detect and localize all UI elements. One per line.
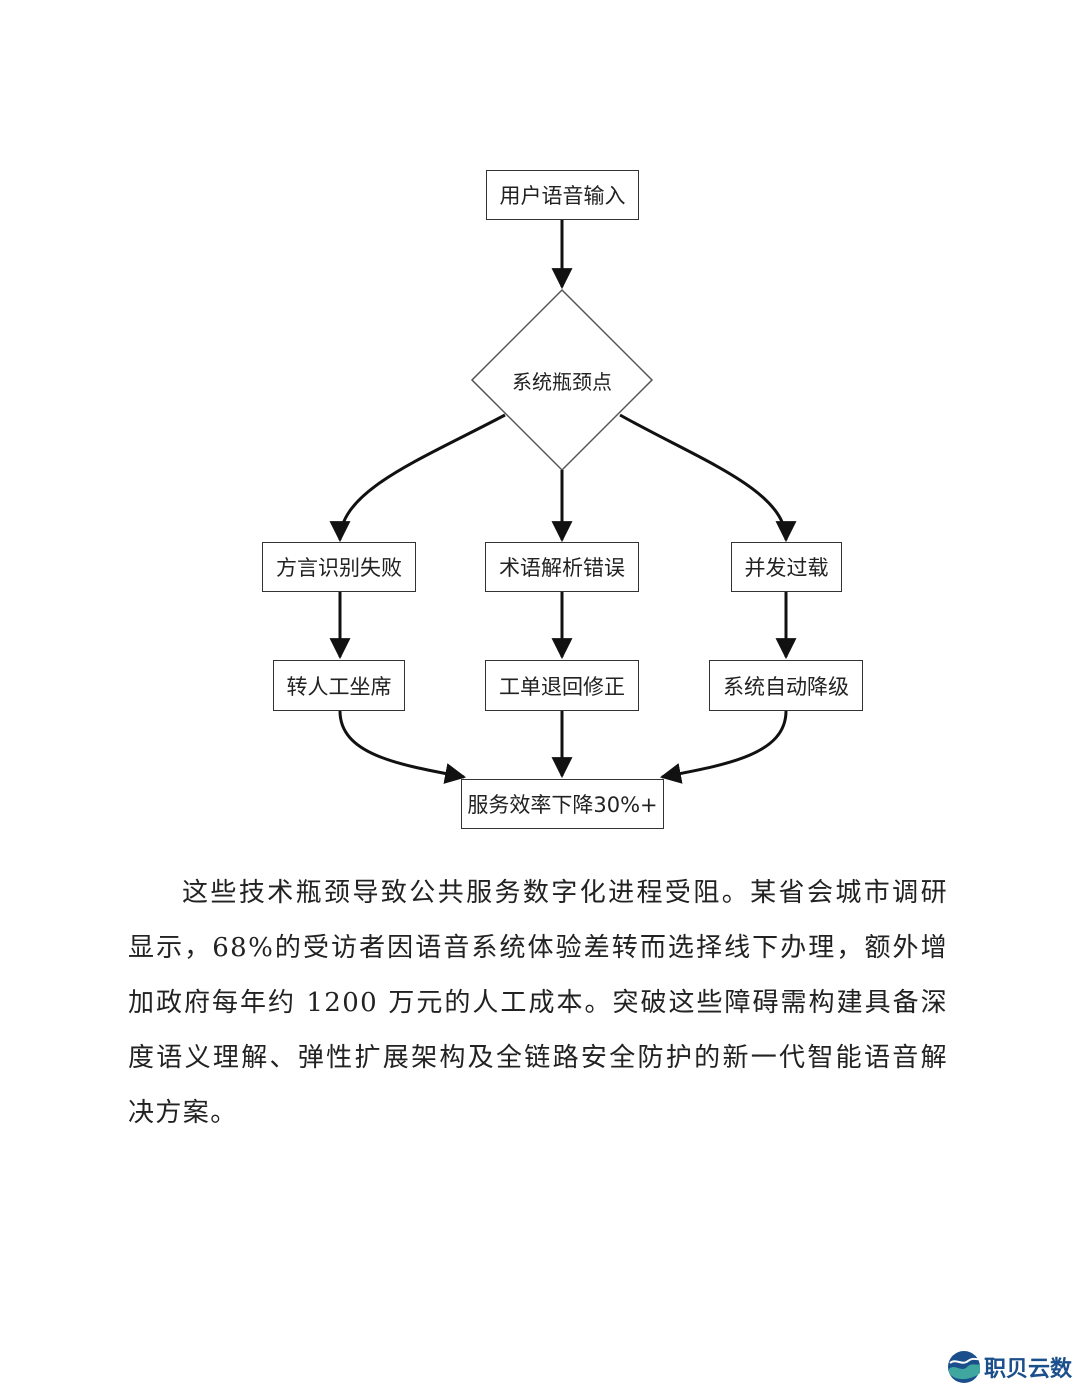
- flowchart-connectors: [329, 220, 797, 784]
- brand-logo: 职贝云数: [946, 1347, 1072, 1387]
- arrow-decision-to-problem-1: [329, 413, 506, 543]
- start-node: 用户语音输入: [486, 170, 639, 220]
- problem-node-dialect: 方言识别失败: [262, 542, 416, 592]
- arrow-response-1-to-result: [338, 710, 467, 784]
- problem-node-overload: 并发过载: [731, 542, 842, 592]
- response-node-manual: 转人工坐席: [273, 660, 405, 711]
- arrow-decision-to-problem-3: [619, 413, 797, 543]
- decision-label: 系统瓶颈点: [512, 370, 612, 394]
- body-paragraph: 这些技术瓶颈导致公共服务数字化进程受阻。某省会城市调研显示，68%的受访者因语音…: [128, 878, 948, 1128]
- arrow-response-3-to-result: [659, 710, 788, 784]
- wave-globe-icon: [947, 1351, 980, 1383]
- response-node-return: 工单退回修正: [485, 660, 639, 711]
- brand-logo-text: 职贝云数: [983, 1357, 1072, 1382]
- flowchart: 用户语音输入 系统瓶颈点 方言识别失败 术语解析错误 并发过载 转人工坐席 工单…: [262, 170, 863, 829]
- response-node-downgrade: 系统自动降级: [709, 660, 863, 711]
- problem-node-terminology: 术语解析错误: [485, 542, 639, 592]
- result-node: 服务效率下降30%+: [461, 779, 664, 829]
